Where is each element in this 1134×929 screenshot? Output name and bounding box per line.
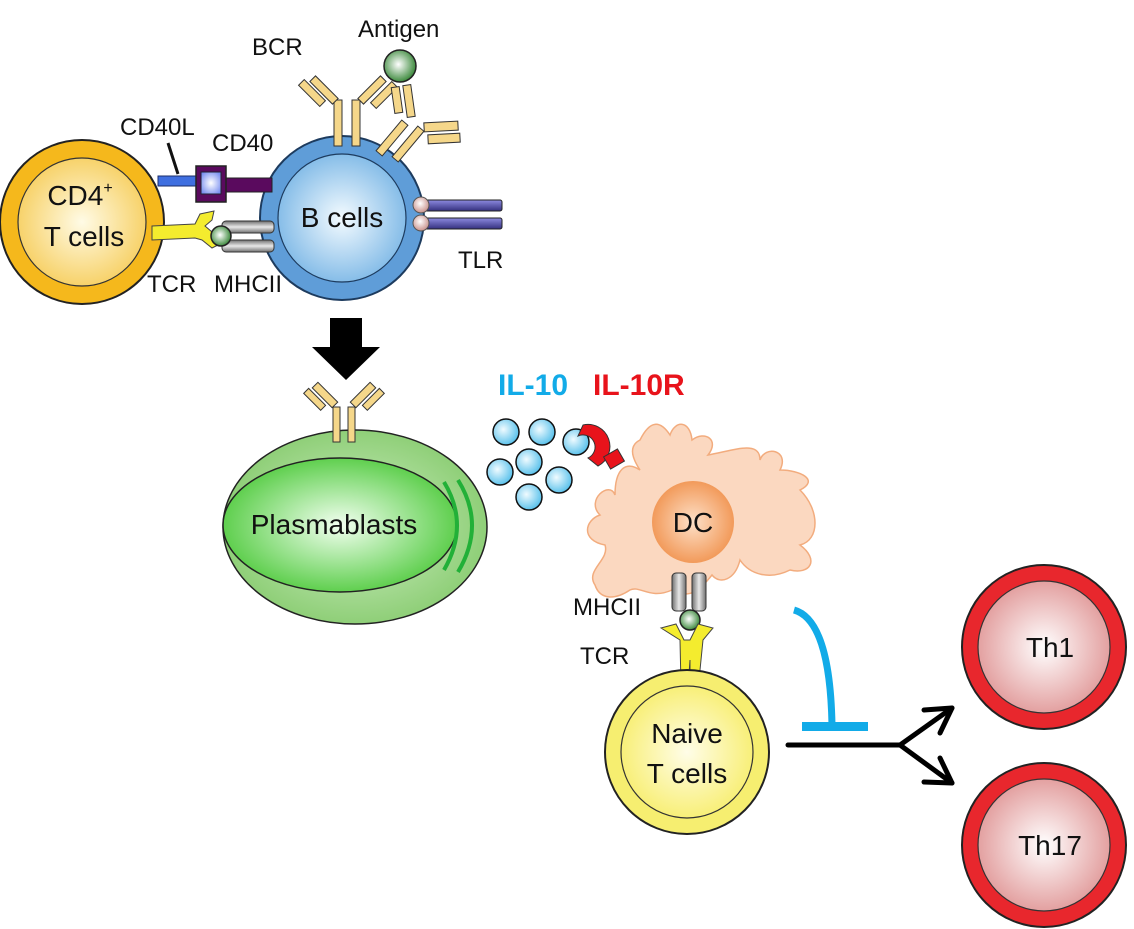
tlr-label: TLR [458,247,503,274]
cd4-t-cell-label-line2: T cells [44,221,124,252]
bcr-label: BCR [252,34,303,61]
plasmablast-label: Plasmablasts [251,509,418,540]
cd4-t-cell: CD4+ T cells [0,139,165,305]
il10-inhibition-arrow [792,606,868,731]
plasmablast: Plasmablasts [222,429,488,625]
cd40l-pointer [166,142,180,175]
activation-arrow [312,318,380,380]
il10-label: IL-10 [498,369,568,402]
dc-label: DC [673,507,713,538]
peptide-bottom [679,609,701,631]
b-cell-label: B cells [301,202,383,233]
naive-t-cell-label-line2: T cells [647,758,727,789]
b-cell: B cells [259,135,425,301]
th17-cell: Th17 [961,762,1127,928]
dendritic-cell: DC [586,423,816,598]
cd40-label: CD40 [212,130,273,157]
antigen-label: Antigen [358,16,439,43]
il10-molecules [486,418,590,511]
mhcii-top-label: MHCII [214,271,282,298]
naive-t-cell: Naive T cells [604,669,770,835]
antigen-bcr-complex [375,49,461,163]
mhcii-bottom [671,572,707,631]
th17-label: Th17 [1018,830,1082,861]
tcr-mhcii-top [151,210,275,253]
cd40l-cd40-pair [157,142,273,203]
peptide-top [210,225,232,247]
tcr-bottom-label: TCR [580,643,629,670]
bcr-receptor [297,75,399,147]
tlr-receptor [412,196,503,232]
il10r-label: IL-10R [593,369,685,402]
th1-label: Th1 [1026,632,1074,663]
il10r-receptor [576,423,626,470]
plasmablast-antibody [302,381,386,443]
cd4-t-cell-label-line1: CD4+ [47,180,112,211]
th1-cell: Th1 [961,564,1127,730]
cd40l-label: CD40L [120,114,195,141]
antigen [383,49,417,83]
mhcii-bottom-label: MHCII [573,594,641,621]
naive-t-cell-label-line1: Naive [651,718,723,749]
differentiation-arrows [785,705,955,786]
tcr-top-label: TCR [147,271,196,298]
